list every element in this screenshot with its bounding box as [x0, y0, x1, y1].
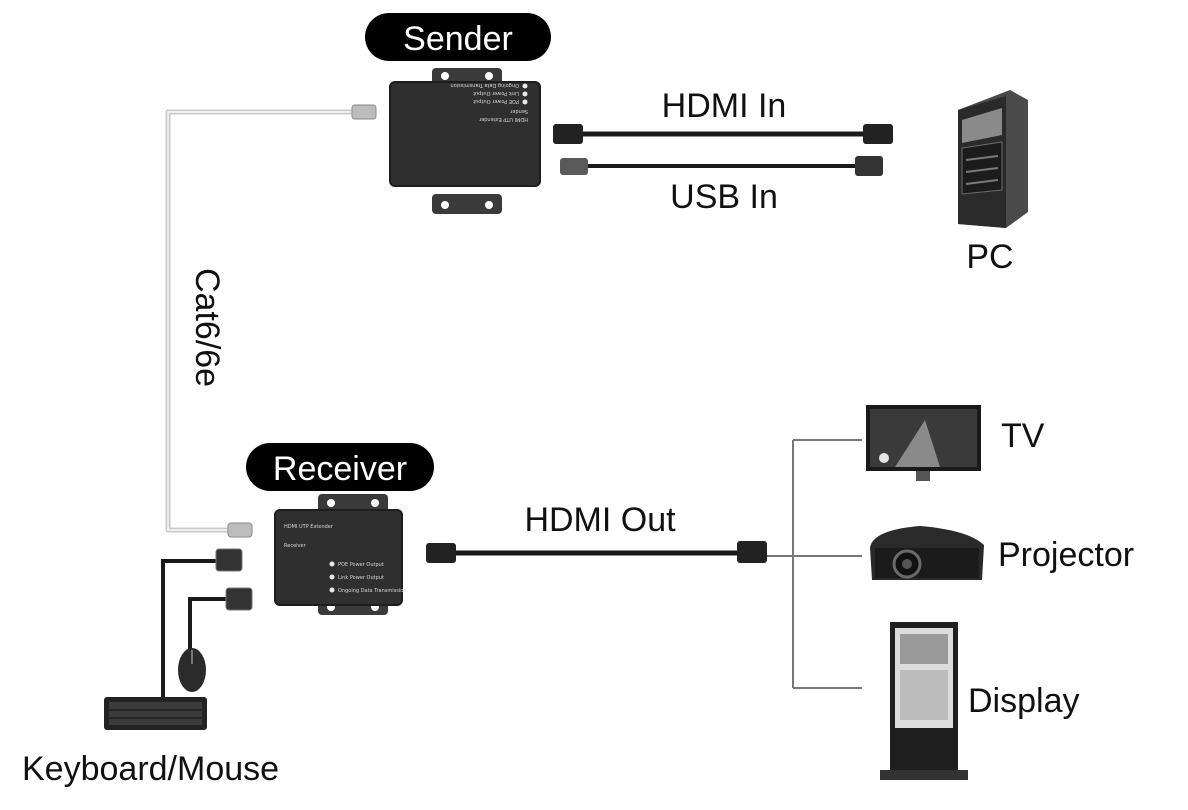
usb-in-cable	[560, 156, 883, 176]
tv-icon	[866, 405, 981, 481]
sender-led-1: POE Power Output	[473, 98, 519, 104]
tv-label: TV	[1001, 417, 1045, 455]
sender-unit: HDMI UTP Extender Sender POE Power Outpu…	[389, 68, 541, 214]
output-distribution-lines	[767, 439, 862, 689]
sender-badge-label: Sender	[403, 20, 513, 58]
receiver-led-1: POE Power Output	[338, 562, 384, 568]
sender-panel-title: HDMI UTP Extender	[478, 116, 528, 122]
display-label: Display	[968, 682, 1079, 720]
receiver-led-2: Link Power Output	[338, 575, 384, 581]
cat6-cable	[165, 104, 377, 538]
projector-label: Projector	[998, 536, 1134, 574]
sender-badge: Sender	[365, 13, 551, 61]
receiver-panel-title: HDMI UTP Extender	[284, 524, 334, 530]
pc-label: PC	[966, 238, 1013, 276]
receiver-unit: HDMI UTP Extender Receiver POE Power Out…	[274, 494, 407, 615]
sender-led-2: Link Power Output	[473, 90, 519, 96]
hdmi-in-label: HDMI In	[662, 87, 787, 125]
usb-in-label: USB In	[670, 178, 778, 216]
sender-led-3: Ongoing Data Transmission	[451, 82, 520, 88]
projector-icon	[870, 526, 984, 580]
receiver-badge-label: Receiver	[273, 450, 407, 488]
sender-panel-subtitle: Sender	[509, 108, 528, 114]
keyboard-icon	[104, 697, 207, 730]
hdmi-out-label: HDMI Out	[524, 501, 676, 539]
hdmi-out-cable	[426, 541, 767, 563]
receiver-badge: Receiver	[246, 443, 434, 491]
cat6-label: Cat6/6e	[188, 268, 226, 387]
receiver-led-3: Ongoing Data Transmission	[338, 588, 407, 594]
hdmi-in-cable	[553, 124, 893, 144]
pc-tower-icon	[958, 90, 1028, 228]
keyboard-mouse-cables	[161, 548, 253, 700]
display-kiosk-icon	[880, 622, 968, 780]
mouse-icon	[178, 648, 206, 692]
keyboard-mouse-label: Keyboard/Mouse	[22, 750, 279, 788]
receiver-panel-subtitle: Receiver	[284, 543, 307, 549]
